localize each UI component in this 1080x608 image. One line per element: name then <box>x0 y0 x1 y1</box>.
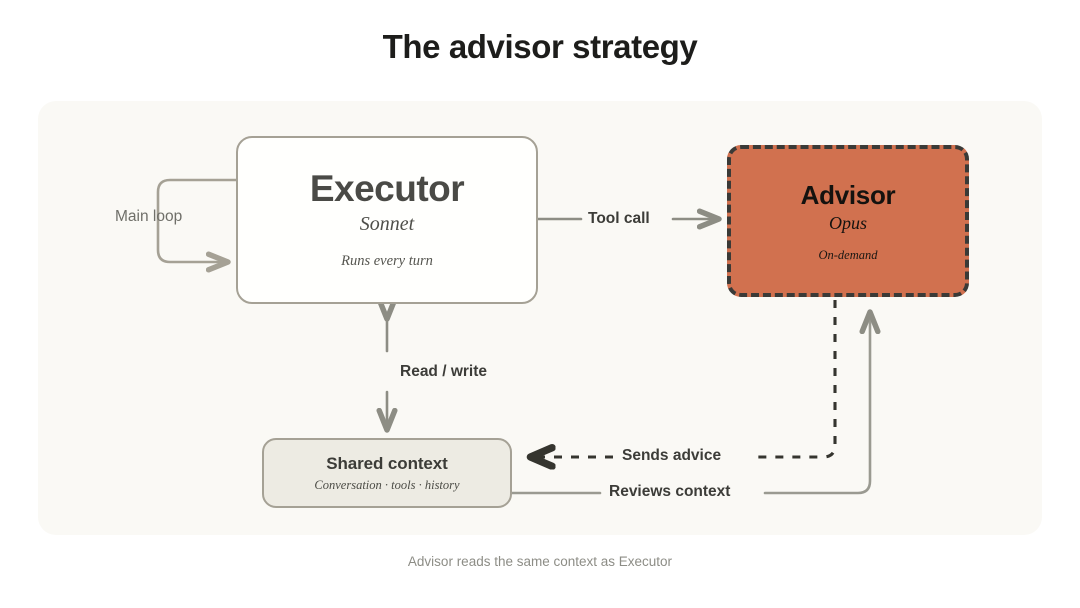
node-advisor-note: On-demand <box>818 247 878 262</box>
edge-label-read-write: Read / write <box>400 363 487 380</box>
edge-label-sends-advice: Sends advice <box>622 447 722 464</box>
node-executor-subtitle: Sonnet <box>359 212 415 235</box>
node-executor[interactable]: Executor Sonnet Runs every turn <box>236 136 538 304</box>
page-title: The advisor strategy <box>382 28 698 65</box>
node-advisor[interactable]: Advisor Opus On-demand <box>727 145 969 297</box>
node-executor-title: Executor <box>309 168 465 210</box>
edge-label-tool-call: Tool call <box>588 210 650 227</box>
diagram-caption: Advisor reads the same context as Execut… <box>407 554 673 569</box>
edge-label-reviews-context: Reviews context <box>609 483 731 500</box>
node-shared-context[interactable]: Shared context Conversation · tools · hi… <box>262 438 512 508</box>
node-advisor-title: Advisor <box>800 179 896 210</box>
node-shared-context-subtitle: Conversation · tools · history <box>314 477 460 492</box>
node-advisor-subtitle: Opus <box>828 212 867 233</box>
node-executor-note: Runs every turn <box>341 252 433 269</box>
edge-label-main-loop: Main loop <box>115 208 183 225</box>
node-shared-context-title: Shared context <box>326 453 448 473</box>
